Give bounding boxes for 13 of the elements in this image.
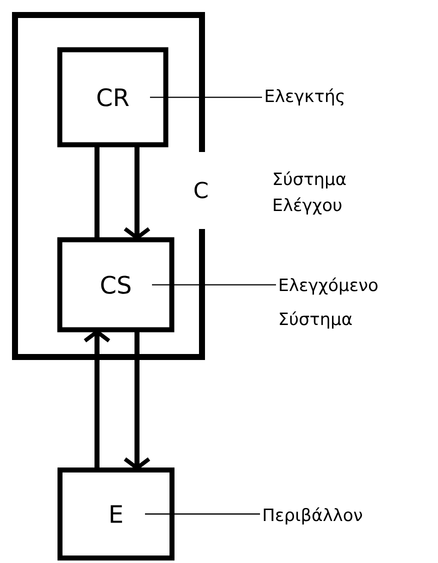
- arrow: [84, 329, 110, 470]
- label-text: Περιβάλλον: [264, 507, 362, 525]
- leader-line: [145, 513, 260, 515]
- block-box: E: [58, 468, 174, 560]
- label-text: Ελεγκτής: [266, 88, 344, 106]
- leader-line: [152, 284, 276, 286]
- label-text: Ελεγχόμενο Σύστημα: [280, 277, 378, 329]
- arrow: [124, 330, 150, 470]
- leader-line: [150, 96, 262, 98]
- block-box: CS: [57, 237, 174, 332]
- node-caption: Σύστημα Ελέγχου: [274, 171, 346, 215]
- arrow: [124, 144, 150, 240]
- block-box: CR: [57, 47, 168, 148]
